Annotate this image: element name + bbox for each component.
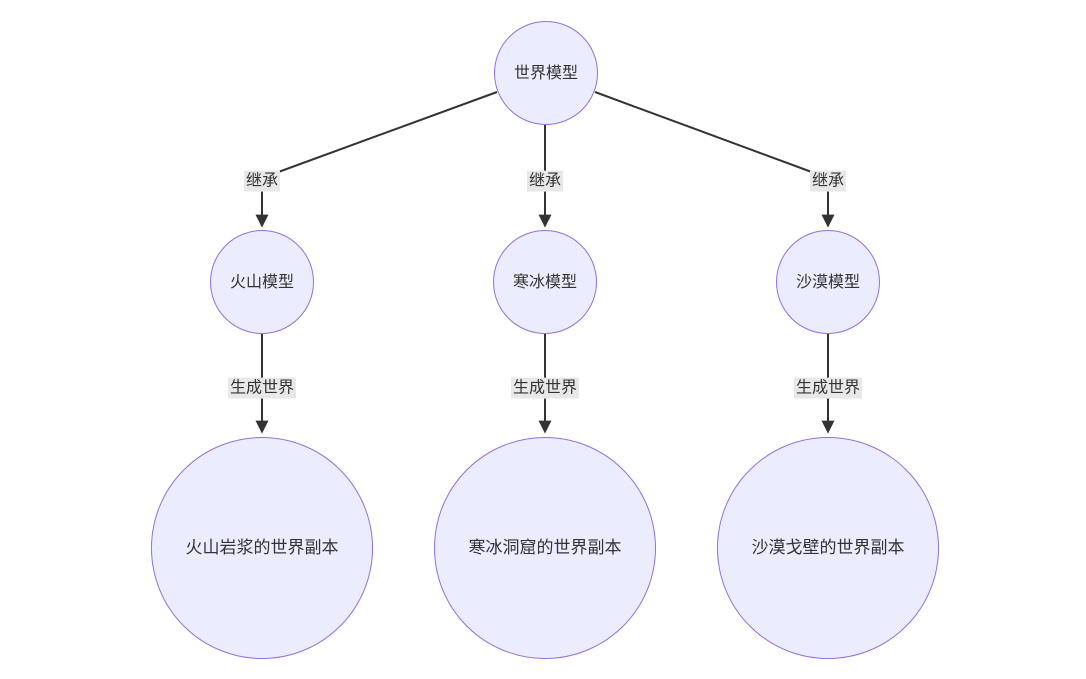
node-desert-model: 沙漠模型 — [776, 230, 880, 334]
edge-label-generate-desert: 生成世界 — [793, 377, 863, 399]
node-desert-world-copy: 沙漠戈壁的世界副本 — [717, 437, 939, 659]
node-volcano-model: 火山模型 — [210, 230, 314, 334]
edge-label-inherit-ice: 继承 — [526, 170, 564, 192]
edge-label-generate-volcano: 生成世界 — [227, 377, 297, 399]
edge-inherit-volcano — [255, 91, 498, 228]
node-desert-world-copy-label: 沙漠戈壁的世界副本 — [751, 537, 905, 558]
edge-label-inherit-volcano: 继承 — [243, 170, 281, 192]
edge-label-generate-ice: 生成世界 — [510, 377, 580, 399]
node-volcano-world-copy-label: 火山岩浆的世界副本 — [185, 537, 339, 558]
node-volcano-model-label: 火山模型 — [229, 272, 294, 292]
node-volcano-world-copy: 火山岩浆的世界副本 — [151, 437, 373, 659]
node-ice-world-copy-label: 寒冰洞窟的世界副本 — [468, 537, 622, 558]
node-ice-model-label: 寒冰模型 — [512, 272, 577, 292]
node-ice-model: 寒冰模型 — [493, 230, 597, 334]
node-world-model-label: 世界模型 — [513, 63, 578, 83]
edge-inherit-desert — [594, 91, 835, 228]
edge-label-inherit-desert: 继承 — [809, 170, 847, 192]
node-world-model: 世界模型 — [494, 21, 598, 125]
node-desert-model-label: 沙漠模型 — [795, 272, 860, 292]
node-ice-world-copy: 寒冰洞窟的世界副本 — [434, 437, 656, 659]
